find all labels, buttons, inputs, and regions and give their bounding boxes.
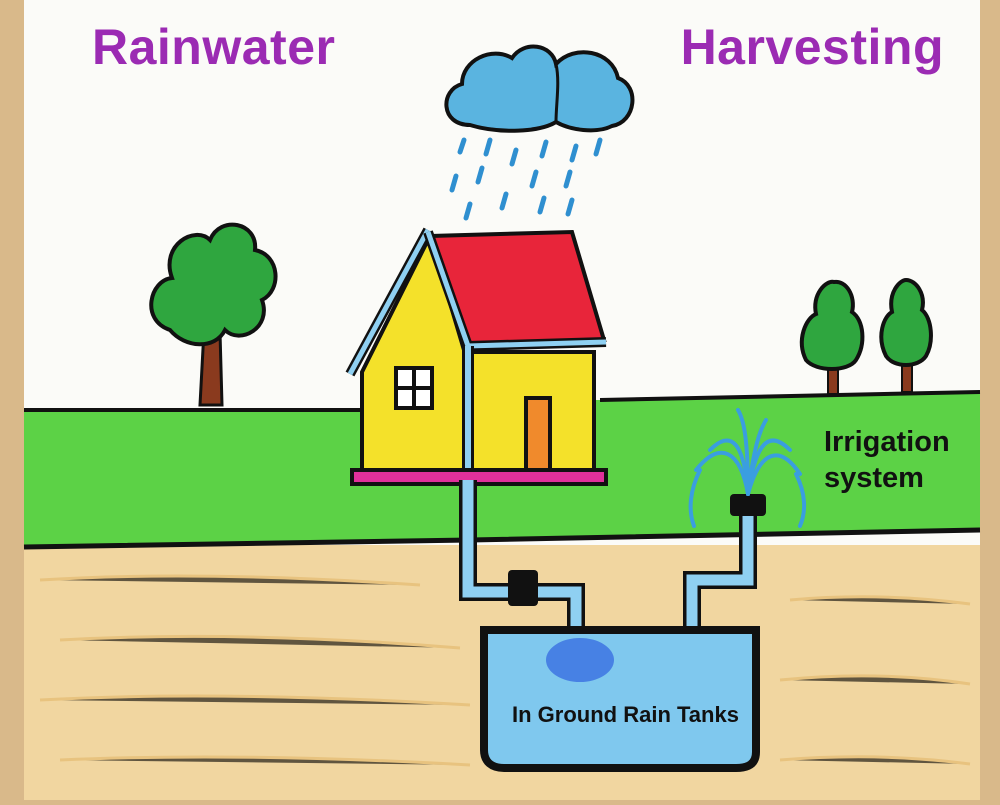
title-rainwater: Rainwater xyxy=(92,19,336,75)
rain-drops xyxy=(449,137,603,221)
rain-tank-label: In Ground Rain Tanks xyxy=(512,702,739,727)
house xyxy=(345,227,608,486)
rain-cloud xyxy=(444,44,635,133)
irrigation-label-line1: Irrigation xyxy=(824,426,950,458)
sprinkler-head xyxy=(730,494,766,516)
irrigation-system-label: Irrigation system xyxy=(824,424,950,496)
tree-left xyxy=(149,222,278,407)
tree-right-1 xyxy=(799,279,865,395)
filter-valve xyxy=(508,570,538,606)
soil-texture xyxy=(39,574,971,767)
rain-tank xyxy=(480,626,760,772)
irrigation-label-line2: system xyxy=(824,462,924,494)
water-spray xyxy=(688,408,807,528)
outlet-pipe xyxy=(683,494,766,632)
title-harvesting: Harvesting xyxy=(680,19,944,75)
tree-right-2 xyxy=(879,277,933,393)
horizon-line-right xyxy=(599,390,981,402)
inlet-pipe xyxy=(459,480,585,632)
